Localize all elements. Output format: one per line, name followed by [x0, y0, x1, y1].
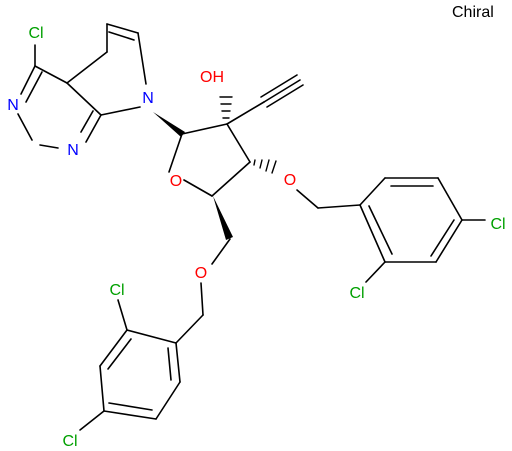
bond	[181, 123, 228, 135]
bond	[34, 65, 68, 84]
bond	[79, 410, 105, 431]
bond	[99, 329, 128, 367]
bond	[20, 65, 36, 95]
bond	[103, 410, 157, 420]
bond	[117, 299, 128, 331]
atom-o-ether-lower: O	[195, 265, 207, 282]
bond	[263, 79, 301, 103]
bond	[25, 71, 43, 103]
bond	[200, 282, 204, 316]
atom-o-ring: O	[170, 173, 182, 190]
bond	[153, 112, 185, 137]
bonds	[17, 23, 486, 431]
bond	[435, 219, 463, 263]
bond	[296, 189, 319, 209]
bond	[430, 219, 455, 257]
bond	[365, 261, 386, 283]
atom-cl-purine: Cl	[28, 25, 43, 42]
bond	[259, 159, 263, 169]
bond	[106, 23, 139, 34]
atom-cl-lower-para: Cl	[62, 433, 77, 450]
bond	[175, 342, 181, 383]
bond	[359, 204, 386, 263]
bond	[183, 179, 213, 197]
bond	[85, 114, 102, 143]
atom-o-ether-upper: O	[284, 172, 296, 189]
chiral-label: Chiral	[452, 4, 494, 21]
bond	[226, 123, 251, 163]
atom-cl-upper-ortho: Cl	[349, 285, 364, 302]
atom-n-pyrrole: N	[142, 90, 154, 107]
bond	[226, 101, 265, 125]
bond	[80, 110, 94, 133]
bond	[100, 106, 141, 116]
bond	[211, 238, 231, 265]
bond	[126, 329, 177, 344]
bond	[155, 381, 181, 420]
bond	[175, 314, 204, 344]
bond	[107, 338, 132, 370]
bond	[108, 402, 153, 411]
bond	[168, 133, 183, 173]
bond	[66, 51, 108, 84]
bond	[437, 177, 463, 221]
atom-labels: Cl N N N OH O O O Cl Cl Cl Cl	[7, 25, 505, 450]
bond	[260, 74, 298, 98]
bond	[99, 365, 105, 412]
bond	[108, 31, 135, 41]
bond	[253, 159, 256, 166]
bond	[368, 205, 393, 255]
bond	[266, 84, 304, 108]
atom-cl-upper-para: Cl	[490, 216, 505, 233]
atom-hydroxyl: OH	[200, 69, 224, 86]
atom-n-ring-1: N	[7, 97, 19, 114]
bond	[17, 113, 33, 141]
bond	[265, 159, 270, 172]
bond	[359, 177, 386, 206]
atom-cl-lower-ortho: Cl	[109, 282, 124, 299]
bond	[211, 161, 251, 197]
bond	[317, 204, 361, 209]
bond	[137, 32, 147, 85]
atom-n-ring-2: N	[67, 142, 79, 159]
bond	[271, 160, 277, 174]
bond	[66, 82, 102, 116]
bond	[213, 196, 233, 240]
bond	[167, 347, 172, 381]
bond	[39, 144, 59, 149]
